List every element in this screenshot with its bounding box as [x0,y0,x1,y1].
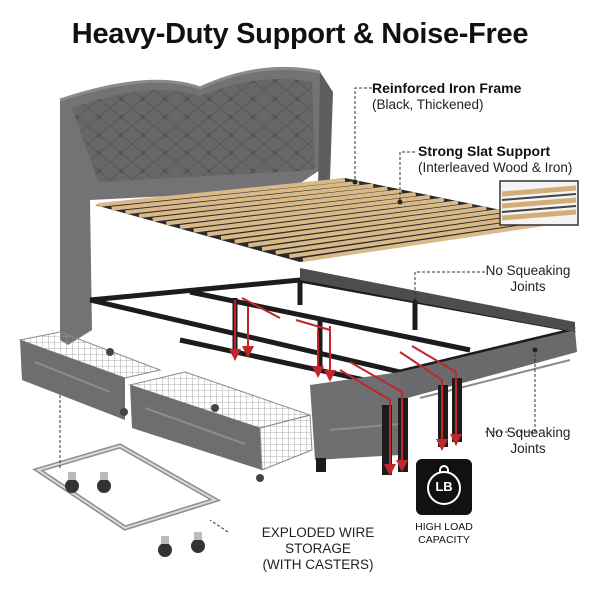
load-capacity-line2: CAPACITY [418,533,470,546]
slat [152,189,402,222]
slat-platform [95,178,560,262]
slat [193,197,445,233]
page-title: Heavy-Duty Support & Noise-Free [71,18,529,50]
iron-frame [89,277,576,395]
caster-frame [32,443,222,557]
slat [248,208,501,248]
slat [179,194,431,229]
callout-joints-upper-line2: Joints [510,279,546,295]
callout-iron-frame-sub: (Black, Thickened) [372,96,484,112]
callout-slat-support: Strong Slat Support (Interleaved Wood & … [418,143,572,176]
slat [234,206,487,244]
callout-slat-heading: Strong Slat Support [418,143,551,159]
callout-slat-sub: (Interleaved Wood & Iron) [418,159,573,175]
slat-detail-inset [499,180,579,226]
callout-iron-frame: Reinforced Iron Frame (Black, Thickened) [372,80,521,113]
drawer-right [128,371,313,482]
slat [261,211,515,251]
slat [275,214,530,255]
callout-joints-lower: No Squeaking Joints [478,425,578,457]
drawer-left [18,331,162,420]
callout-iron-frame-heading: Reinforced Iron Frame [372,80,522,96]
weight-hook [439,465,449,473]
slat [111,180,360,211]
slat [207,200,459,237]
slat [220,203,473,240]
load-arrows [229,297,462,476]
leader-lines [59,87,536,533]
slat [166,192,416,226]
slat [125,183,374,215]
callout-joints-upper-line1: No Squeaking [485,263,571,278]
callout-joints-lower-line2: Joints [510,441,546,457]
weight-ring [427,471,461,505]
slat [302,220,558,262]
callout-storage-line1: EXPLODED WIRE STORAGE [261,525,375,557]
callout-joints-lower-line1: No Squeaking [485,425,571,440]
weight-label: LB [435,479,453,494]
callout-storage-line2: (WITH CASTERS) [262,557,374,573]
headboard [59,66,333,346]
load-capacity-line1: HIGH LOAD [415,521,473,533]
slat [97,178,346,207]
callout-wire-storage: EXPLODED WIRE STORAGE (WITH CASTERS) [228,525,408,574]
slat [138,186,388,218]
load-capacity-label: HIGH LOAD CAPACITY [404,521,484,546]
leader-dots [352,179,538,353]
weight-icon: LB [416,459,472,515]
callout-joints-upper: No Squeaking Joints [478,263,578,295]
